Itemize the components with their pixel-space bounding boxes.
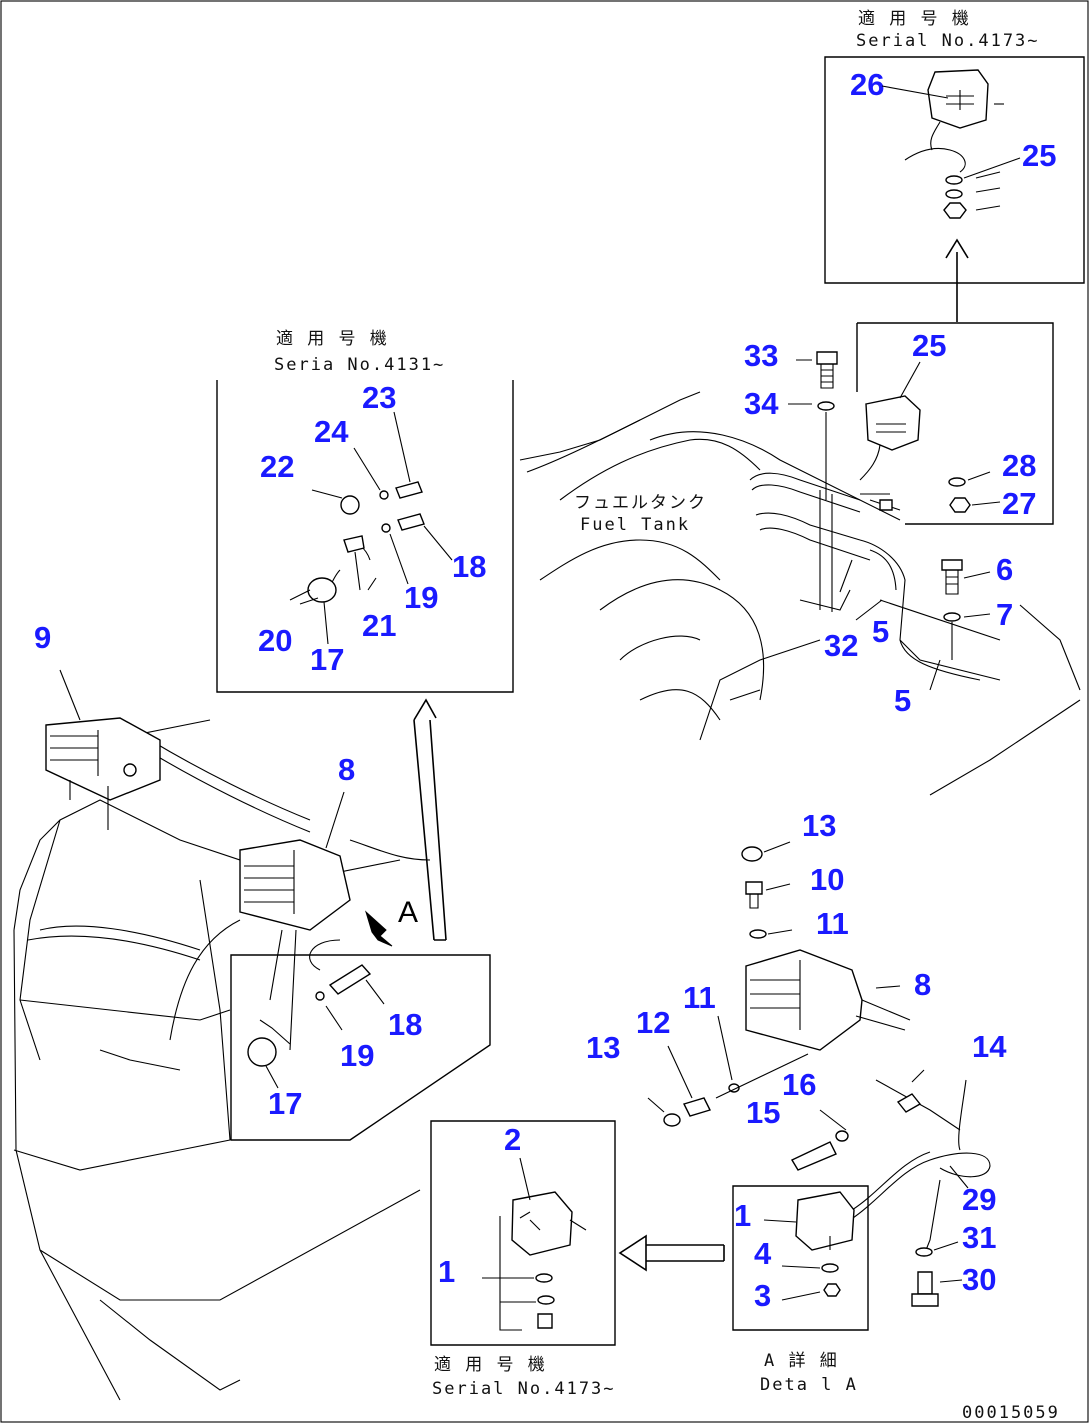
callout-10: 10 [810,862,844,897]
fuel-tank-area [519,322,1081,796]
callout-5: 5 [894,683,911,718]
work-lamp-26 [927,69,989,151]
drawing-number: 00015059 [962,1403,1060,1423]
bolt-6 [941,559,963,595]
work-lamp-9 [45,717,161,830]
arrow-to-upper-inset [413,719,447,941]
callout-17: 17 [268,1086,302,1121]
inset-left-lamp [230,954,491,1141]
callout-33: 33 [744,338,778,373]
bolt-33 [816,351,838,389]
callout-9: 9 [34,620,51,655]
callout-12: 12 [636,1005,670,1040]
detail-a-assembly [647,841,991,1331]
callout-19: 19 [404,580,438,615]
callout-27: 27 [1002,486,1036,521]
serial-label-jp: 適 用 号 機 [434,1355,547,1375]
callout-3: 3 [754,1278,771,1313]
callout-2: 2 [504,1122,521,1157]
detail-label: Deta l A [760,1375,858,1395]
callout-25: 25 [1022,138,1056,173]
callout-21: 21 [362,608,396,643]
callout-32: 32 [824,628,858,663]
work-lamp-8-cab [239,839,351,1051]
serial-label-jp: 適 用 号 機 [276,329,389,349]
callout-4: 4 [754,1236,772,1271]
lamp-17 [247,1037,277,1067]
callout-7: 7 [996,597,1013,632]
callout-14: 14 [972,1029,1007,1064]
serial-label: Serial No.4173~ [856,31,1040,51]
view-arrow-icon [365,910,393,947]
captions: 適 用 号 機 Serial No.4173~ 適 用 号 機 Seria No… [274,9,1060,1423]
callout-13: 13 [802,808,836,843]
inset-bottom-middle [430,1120,616,1346]
callout-23: 23 [362,380,396,415]
callout-13: 13 [586,1030,620,1065]
callout-labels: 26 25 25 33 34 28 27 6 7 32 5 5 23 24 22… [34,67,1056,1313]
callout-25: 25 [912,328,946,363]
callout-24: 24 [314,414,349,449]
fuel-tank-label-jp: フュエルタンク [574,493,707,513]
callout-11: 11 [683,980,716,1015]
callout-19: 19 [340,1038,374,1073]
callout-31: 31 [962,1220,996,1255]
callout-8: 8 [914,967,931,1002]
callout-15: 15 [746,1095,780,1130]
callout-5: 5 [872,614,889,649]
callout-18: 18 [388,1007,422,1042]
callout-20: 20 [258,623,292,658]
callout-1: 1 [438,1254,455,1289]
callout-22: 22 [260,449,294,484]
inset-top-right [824,56,1085,322]
serial-label: Serial No.4173~ [432,1379,616,1399]
detail-label-jp: A 詳 細 [764,1351,839,1371]
callout-1: 1 [734,1198,751,1233]
work-lamp-25 [859,395,921,481]
serial-label: Seria No.4131~ [274,355,445,375]
cap-22 [340,495,360,515]
fuel-tank-label: Fuel Tank [580,515,690,535]
callout-30: 30 [962,1262,996,1297]
callout-6: 6 [996,552,1013,587]
arrow-left [618,1234,725,1272]
callout-8: 8 [338,752,355,787]
lamp-17-small [307,577,337,603]
callout-26: 26 [850,67,884,102]
washer-7 [943,612,961,622]
callout-28: 28 [1002,448,1036,483]
inset-upper-left [216,380,514,693]
view-marker-a: A [398,896,418,929]
washer-34 [817,401,835,411]
serial-label-jp: 適 用 号 機 [858,9,971,29]
callout-34: 34 [744,386,779,421]
callout-17: 17 [310,642,344,677]
callout-16: 16 [782,1067,816,1102]
callout-18: 18 [452,549,486,584]
callout-11: 11 [816,906,849,941]
